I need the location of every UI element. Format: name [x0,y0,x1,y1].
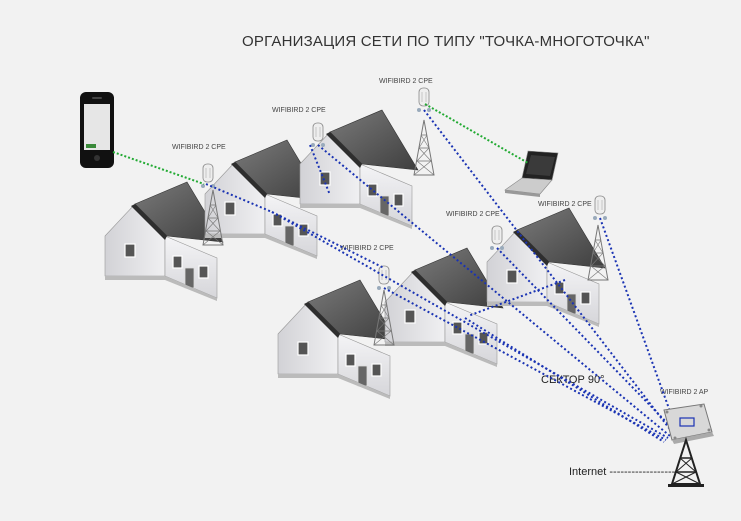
link-cpe3-ap [423,109,673,433]
diagram-title: ОРГАНИЗАЦИЯ СЕТИ ПО ТИПУ "ТОЧКА-МНОГОТОЧ… [242,33,650,50]
link-segment-1 [205,183,273,213]
internet-label: Internet ------------------ [569,466,676,478]
ap-label: WIFIBIRD 2 AP [660,389,709,396]
cpe-label-5: WIFIBIRD 2 CPE [538,201,592,208]
cpe-device-2-icon [310,122,326,148]
cpe-label-1: WIFIBIRD 2 CPE [172,144,226,151]
link-cpe3-laptop [424,103,529,164]
smartphone-icon [80,92,114,168]
link-cpe4-ap [496,247,675,431]
tower-2 [413,119,435,176]
link-house6-house5 [467,279,566,317]
house-4 [277,279,397,400]
link-phone-cpe1 [112,151,205,185]
link-cpe1-ap [271,211,669,439]
cpe-device-5-icon [592,195,608,221]
cpe-label-3: WIFIBIRD 2 CPE [379,78,433,85]
cpe-label-6: WIFIBIRD 2 CPE [340,245,394,252]
link-house5-ap [464,317,665,443]
cpe-device-6-icon [376,265,392,291]
sector-label: СЕКТОР 90° [541,374,605,386]
house-5 [384,247,504,368]
link-cpe5-ap [599,217,677,429]
main-tower-icon [668,436,704,487]
laptop-icon [504,150,559,197]
access-point-icon [663,403,714,444]
cpe-device-3-icon [416,87,432,113]
cpe-label-2: WIFIBIRD 2 CPE [272,107,326,114]
cpe-label-4: WIFIBIRD 2 CPE [446,211,500,218]
cpe-device-4-icon [489,225,505,251]
link-house2-tower [271,211,385,269]
